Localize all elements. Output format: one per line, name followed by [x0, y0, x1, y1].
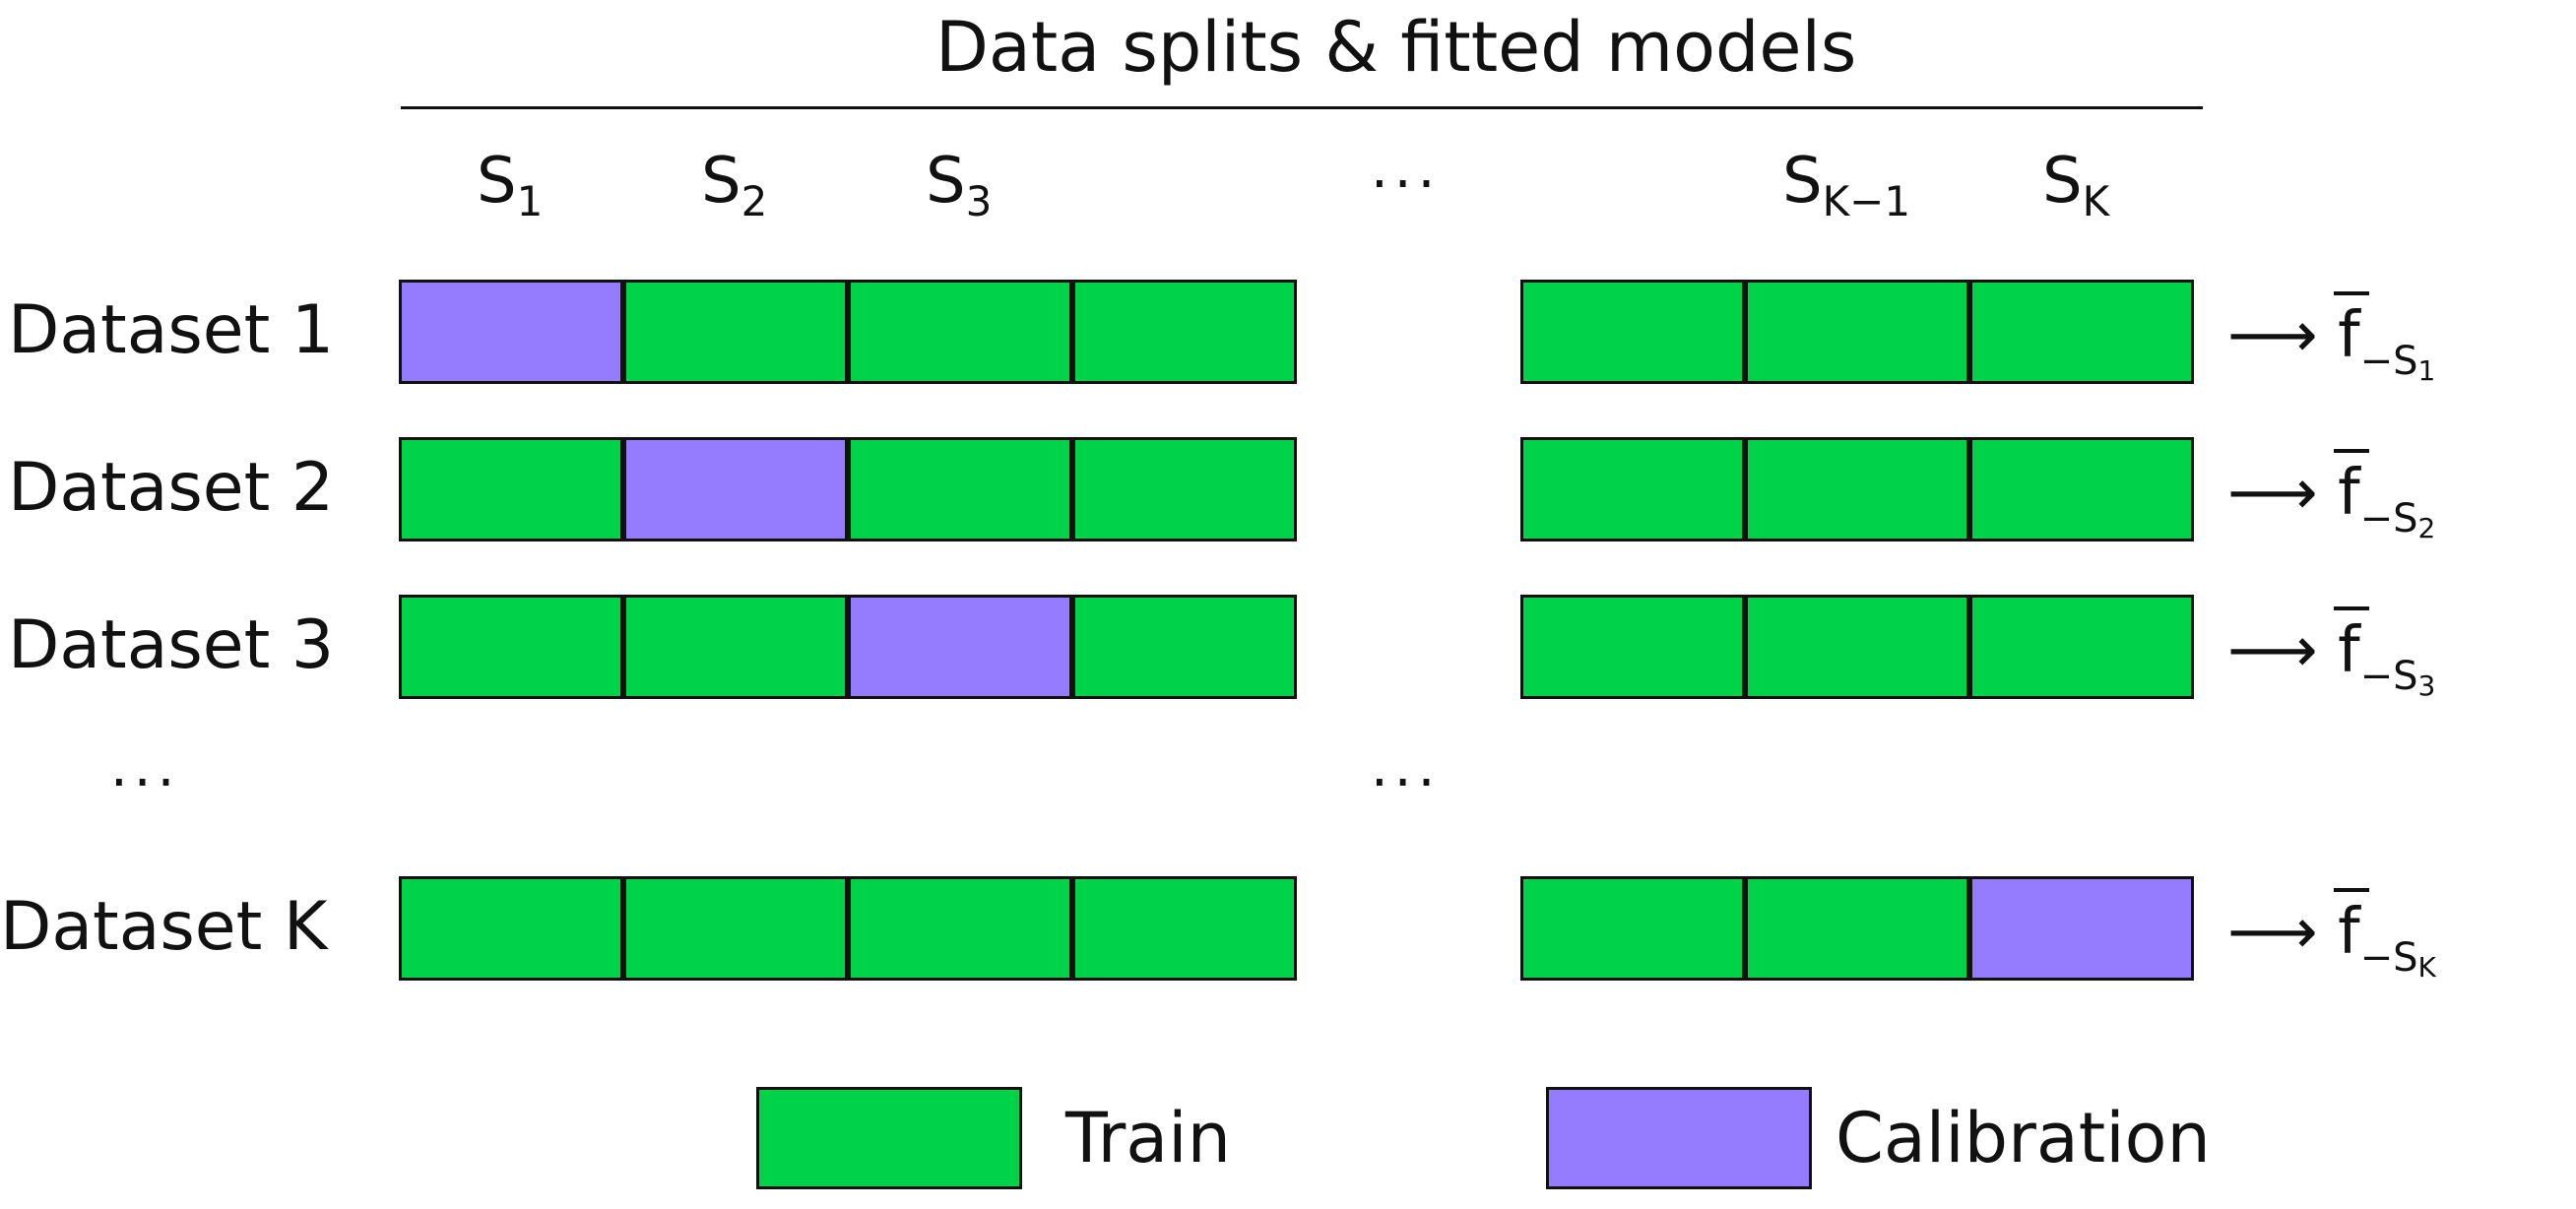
train-cell-row4-col2 [623, 876, 848, 981]
column-header-sk-minus-1: SK−1 [1782, 145, 1911, 225]
arrow-icon: ⟶ [2227, 457, 2318, 530]
column-header-s3: S3 [926, 145, 993, 225]
title-rule [401, 106, 2203, 109]
train-cell-row1-col5 [1520, 280, 1745, 384]
model-label-2: ⟶ f−S2 [2227, 457, 2436, 544]
train-cell-row1-col7 [1969, 280, 2194, 384]
row-label-ellipsis: ··· [110, 751, 181, 815]
train-cell-row3-col5 [1520, 595, 1745, 699]
train-cell-row2-col4 [1072, 437, 1297, 541]
train-cell-row3-col4 [1072, 595, 1297, 699]
train-cell-row3-col7 [1969, 595, 2194, 699]
legend-train-label: Train [1065, 1098, 1231, 1178]
train-cell-row1-col3 [848, 280, 1072, 384]
column-header-sk: SK [2042, 145, 2110, 225]
column-header-ellipsis: ··· [1371, 153, 1442, 217]
train-cell-row4-col3 [848, 876, 1072, 981]
train-cell-row2-col5 [1520, 437, 1745, 541]
calibration-cell-row2-col2 [623, 437, 848, 541]
train-cell-row2-col6 [1745, 437, 1969, 541]
row-label-dataset-1: Dataset 1 [8, 291, 335, 369]
train-cell-row3-col6 [1745, 595, 1969, 699]
column-header-s1: S1 [477, 145, 544, 225]
train-cell-row3-col2 [623, 595, 848, 699]
calibration-cell-row1-col1 [399, 280, 623, 384]
model-label-3: ⟶ f−S3 [2227, 614, 2436, 702]
train-cell-row4-col1 [399, 876, 623, 981]
column-header-s2: S2 [701, 145, 768, 225]
train-cell-row2-col1 [399, 437, 623, 541]
train-cell-row2-col7 [1969, 437, 2194, 541]
legend-calibration-swatch [1546, 1087, 1812, 1189]
train-cell-row1-col4 [1072, 280, 1297, 384]
train-cell-row1-col6 [1745, 280, 1969, 384]
title-text: Data splits & fitted models [935, 7, 1857, 88]
arrow-icon: ⟶ [2227, 896, 2318, 969]
calibration-cell-row4-col7 [1969, 876, 2194, 981]
arrow-icon: ⟶ [2227, 614, 2318, 687]
train-cell-row1-col2 [623, 280, 848, 384]
row-label-dataset-3: Dataset 3 [8, 606, 335, 684]
legend-train-swatch [756, 1087, 1022, 1189]
train-cell-row4-col4 [1072, 876, 1297, 981]
row-label-dataset-2: Dataset 2 [8, 449, 335, 527]
calibration-cell-row3-col3 [848, 595, 1072, 699]
train-cell-row4-col6 [1745, 876, 1969, 981]
middle-ellipsis: ··· [1371, 751, 1442, 815]
row-label-dataset-k: Dataset K [0, 888, 328, 966]
train-cell-row2-col3 [848, 437, 1072, 541]
model-label-k: ⟶ f−SK [2227, 896, 2436, 984]
model-label-1: ⟶ f−S1 [2227, 299, 2436, 387]
arrow-icon: ⟶ [2227, 299, 2318, 372]
train-cell-row3-col1 [399, 595, 623, 699]
legend-calibration-label: Calibration [1835, 1098, 2211, 1178]
train-cell-row4-col5 [1520, 876, 1745, 981]
